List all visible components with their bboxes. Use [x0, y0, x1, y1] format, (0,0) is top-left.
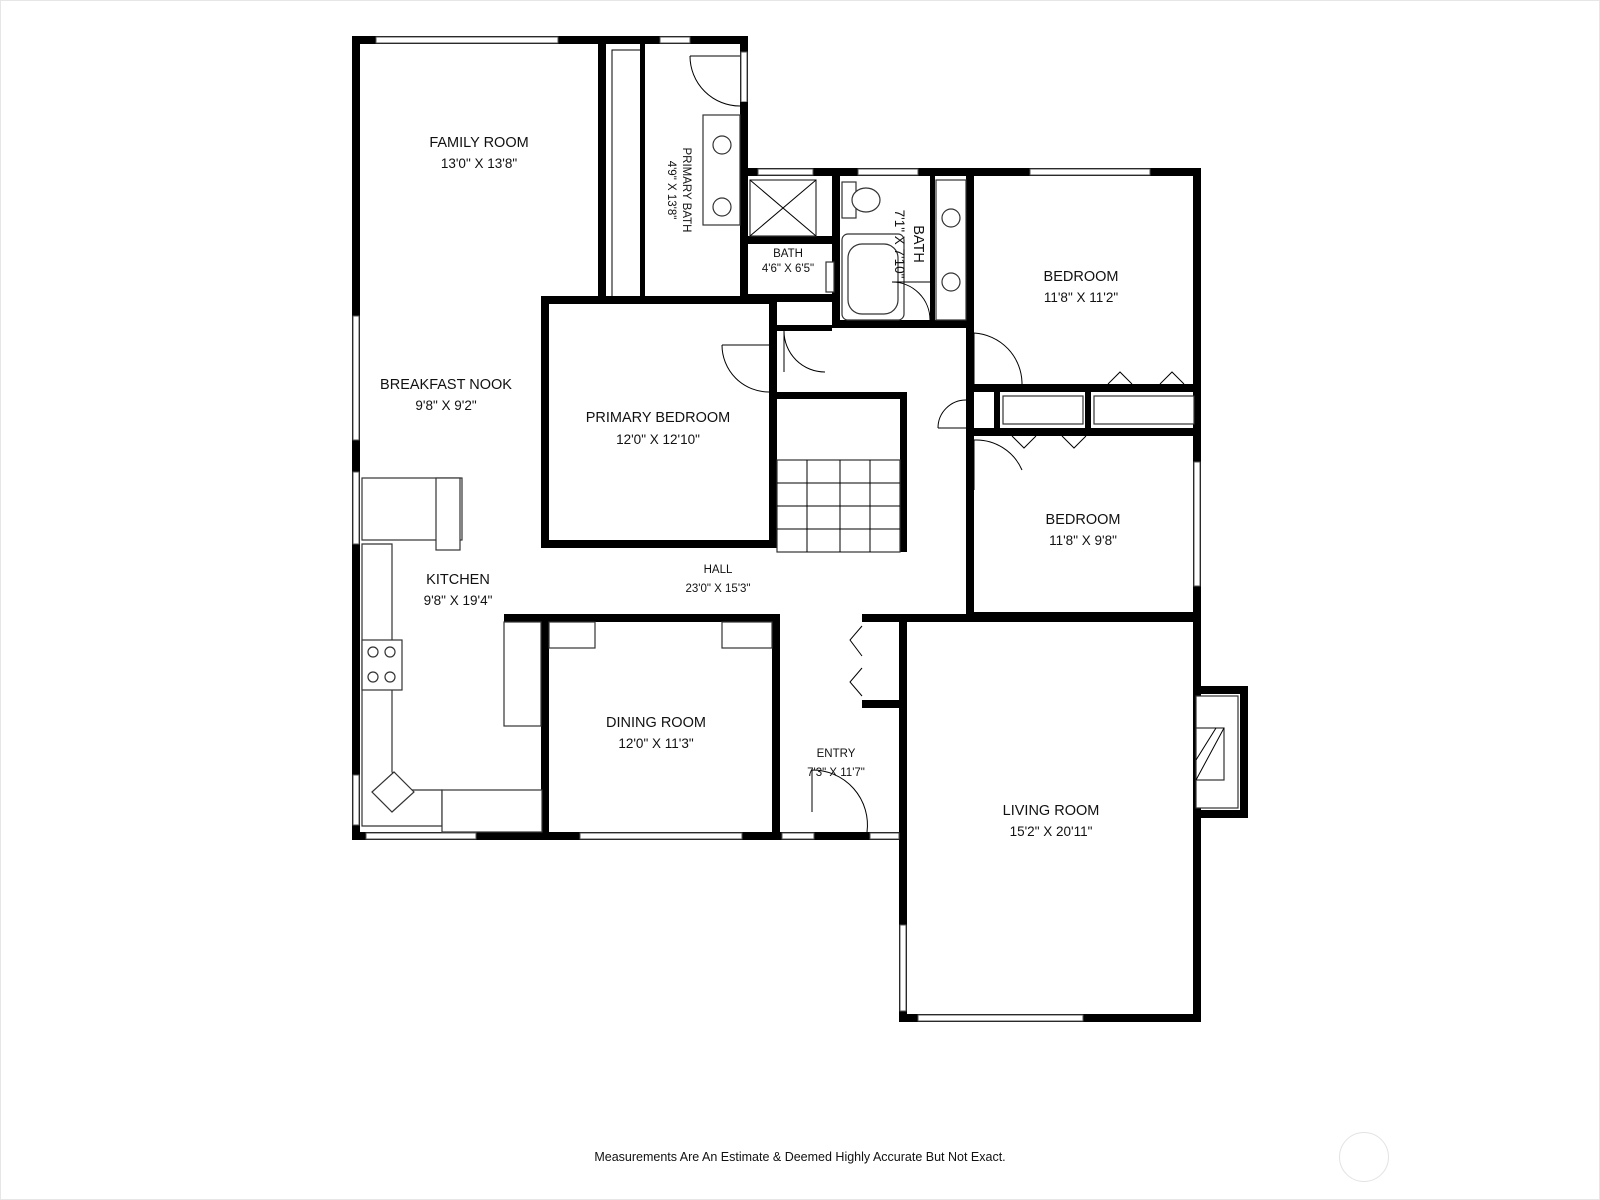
right-bath-name: BATH [910, 225, 926, 263]
family-room-dims: 13'0" X 13'8" [441, 156, 518, 171]
bedroom-2-name: BEDROOM [1046, 512, 1121, 528]
dining-room-name: DINING ROOM [606, 715, 706, 731]
watermark-badge [1339, 1132, 1389, 1182]
interior-walls [504, 44, 1201, 834]
windows [352, 36, 1201, 1022]
kitchen-counters [361, 477, 773, 833]
right-bath-dims: 7'1" X 7'10" [892, 210, 907, 279]
hall-name: HALL [704, 564, 733, 576]
primary-bath-dims: 4'9" X 13'8" [665, 161, 677, 220]
fixtures [361, 114, 1239, 833]
dining-room-dims: 12'0" X 11'3" [618, 736, 693, 751]
bedroom-1-name: BEDROOM [1044, 269, 1119, 285]
entry-dims: 7'3" X 11'7" [807, 767, 865, 779]
primary-bath-name: PRIMARY BATH [680, 148, 692, 233]
breakfast-nook-dims: 9'8" X 9'2" [415, 398, 476, 413]
bedroom-1-dims: 11'8" X 11'2" [1044, 290, 1118, 305]
hall-dims: 23'0" X 15'3" [686, 583, 751, 595]
kitchen-name: KITCHEN [426, 572, 490, 588]
living-room-dims: 15'2" X 20'11" [1010, 824, 1093, 839]
entry-name: ENTRY [817, 748, 856, 760]
family-room-name: FAMILY ROOM [429, 135, 528, 151]
primary-bedroom-name: PRIMARY BEDROOM [586, 410, 731, 426]
room-labels: FAMILY ROOM 13'0" X 13'8" PRIMARY BATH 4… [380, 135, 1120, 839]
primary-bedroom-dims: 12'0" X 12'10" [616, 432, 700, 447]
kitchen-dims: 9'8" X 19'4" [424, 593, 493, 608]
staircase [776, 459, 901, 553]
small-bath-dims: 4'6" X 6'5" [762, 263, 814, 275]
measurement-disclaimer: Measurements Are An Estimate & Deemed Hi… [594, 1150, 1006, 1164]
fireplace [1195, 695, 1239, 809]
small-bath-name: BATH [773, 248, 803, 260]
living-room-name: LIVING ROOM [1003, 803, 1100, 819]
bedroom-2-dims: 11'8" X 9'8" [1049, 533, 1117, 548]
doors [689, 55, 1185, 833]
breakfast-nook-name: BREAKFAST NOOK [380, 377, 512, 393]
